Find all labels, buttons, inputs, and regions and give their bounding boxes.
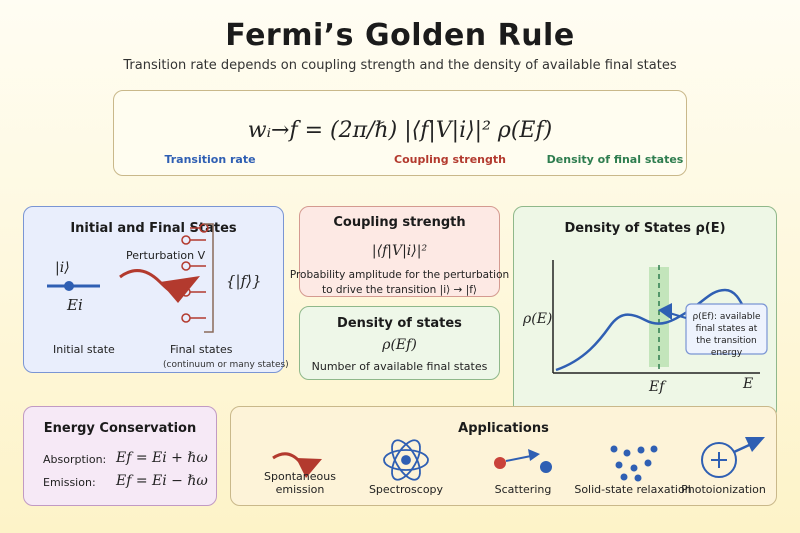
ef-marker-label: Ef xyxy=(649,379,665,395)
coupling-panel-title: Coupling strength xyxy=(333,215,466,230)
initial-energy: Ei xyxy=(67,296,83,314)
dos-small-title: Density of states xyxy=(337,316,462,331)
callout-line2: final states at xyxy=(695,324,758,334)
emission-label: Emission: xyxy=(43,476,96,489)
app-scattering: Scattering xyxy=(494,483,552,496)
final-ket: {|f⟩} xyxy=(226,272,262,290)
dos-small-panel xyxy=(299,306,500,380)
applications-title: Applications xyxy=(458,421,549,436)
callout-line3: the transition energy xyxy=(696,336,757,358)
label-density-final-states: Density of final states xyxy=(546,153,684,166)
app-solid-state-relaxation: Solid-state relaxation xyxy=(574,483,692,496)
callout-arrow-head xyxy=(658,303,672,320)
absorption-equation: Ef = Ei + ℏω xyxy=(116,450,208,466)
app-label-line1: Spontaneous xyxy=(264,470,336,483)
coupling-formula: |⟨f|V|i⟩|² xyxy=(371,243,428,259)
final-states-label: Final states xyxy=(170,343,233,356)
golden-rule-formula: wᵢ→f = (2π/ℏ) |⟨f|V|i⟩|² ρ(Ef) xyxy=(247,118,553,143)
app-label-line2: emission xyxy=(275,483,325,496)
equation-panel xyxy=(113,90,687,176)
initial-state-dot xyxy=(64,281,74,291)
absorption-label: Absorption: xyxy=(43,453,107,466)
emission-equation: Ef = Ei − ℏω xyxy=(116,473,208,489)
final-states-levels xyxy=(181,223,209,323)
dos-small-desc: Number of available final states xyxy=(311,360,488,373)
energy-panel xyxy=(23,406,217,506)
wave-arrow-icon xyxy=(272,452,322,478)
coupling-desc-line2: to drive the transition |i⟩ → |f⟩ xyxy=(321,284,478,296)
initial-ket: |i⟩ xyxy=(55,260,70,276)
app-photoionization: Photoionization xyxy=(681,483,766,496)
ef-highlight-band xyxy=(649,267,669,367)
applications-panel xyxy=(230,406,777,506)
dos-callout-box xyxy=(685,303,768,355)
page-subtitle: Transition rate depends on coupling stre… xyxy=(123,58,677,73)
dos-callout-text: ρ(Ef): available final states at the tra… xyxy=(686,311,767,359)
coupling-panel xyxy=(299,206,500,297)
dos-panel xyxy=(513,206,777,420)
dos-small-formula: ρ(Ef) xyxy=(382,337,417,353)
states-panel-title: Initial and Final States xyxy=(70,221,237,236)
dos-curve xyxy=(555,288,747,372)
app-spontaneous-emission: Spontaneous emission xyxy=(255,470,345,496)
atom-icon xyxy=(383,439,429,481)
dos-panel-title: Density of States ρ(E) xyxy=(564,221,726,236)
label-coupling-strength: Coupling strength xyxy=(394,153,506,166)
final-states-bracket xyxy=(204,223,214,333)
initial-state-label: Initial state xyxy=(53,343,115,356)
perturbation-label: Perturbation V xyxy=(126,249,206,262)
scattering-icon xyxy=(494,449,552,473)
final-states-note: (continuum or many states) xyxy=(163,360,289,370)
coupling-desc-line1: Probability amplitude for the perturbati… xyxy=(289,269,510,281)
dots-icon xyxy=(610,445,658,482)
callout-line1: ρ(Ef): available xyxy=(692,312,761,322)
perturbation-arrow-icon xyxy=(160,276,200,303)
app-spectroscopy: Spectroscopy xyxy=(368,483,444,496)
ionization-icon xyxy=(701,437,765,478)
dos-ylabel: ρ(E) xyxy=(523,311,553,327)
label-transition-rate: Transition rate xyxy=(164,153,256,166)
page-title: Fermi’s Golden Rule xyxy=(225,18,575,53)
energy-panel-title: Energy Conservation xyxy=(43,421,197,436)
dos-xlabel: E xyxy=(743,376,754,392)
